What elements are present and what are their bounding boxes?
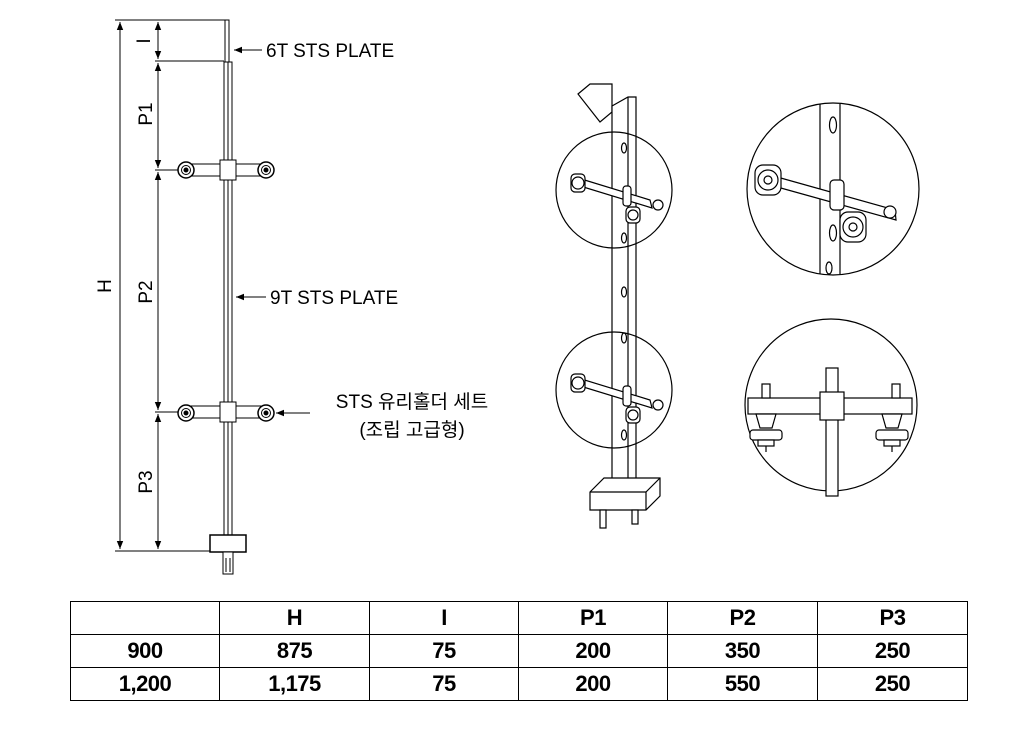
table-cell: 350 xyxy=(667,634,818,668)
detail-callout-upper xyxy=(555,131,673,249)
dimension-table: H I P1 P2 P3 900 875 75 200 350 250 1,20… xyxy=(70,601,968,701)
dim-label-i: I xyxy=(134,38,155,43)
table-cell: 75 xyxy=(369,667,519,701)
table-header-cell: I xyxy=(369,601,519,635)
technical-drawing: H I P1 P2 P3 6T STS PLATE 9T STS PLATE S… xyxy=(95,19,920,575)
table-cell: 200 xyxy=(518,634,668,668)
table-header-row: H I P1 P2 P3 xyxy=(70,601,968,635)
dim-label-p3: P3 xyxy=(136,470,157,493)
table-cell: 875 xyxy=(219,634,370,668)
table-header-cell: P3 xyxy=(817,601,968,635)
table-cell: 1,200 xyxy=(70,667,220,701)
post-elevation xyxy=(209,19,247,575)
label-holder-line1: STS 유리홀더 세트 xyxy=(336,391,488,413)
table-header-cell: H xyxy=(219,601,370,635)
table-cell: 250 xyxy=(817,634,968,668)
label-top-plate: 6T STS PLATE xyxy=(266,41,394,62)
dim-label-p1: P1 xyxy=(136,102,157,125)
elevation-view xyxy=(115,19,310,575)
label-holder-line2: (조립 고급형) xyxy=(359,419,464,441)
table-header-cell xyxy=(70,601,220,635)
table-cell: 1,175 xyxy=(219,667,370,701)
table-cell: 75 xyxy=(369,634,519,668)
table-cell: 550 xyxy=(667,667,818,701)
isometric-view xyxy=(555,83,673,529)
label-main-plate: 9T STS PLATE xyxy=(270,288,398,309)
table-cell: 900 xyxy=(70,634,220,668)
glass-holder-upper xyxy=(177,159,275,181)
detail-view-section xyxy=(744,318,918,497)
table-row: 900 875 75 200 350 250 xyxy=(70,634,968,668)
glass-holder-lower xyxy=(177,401,275,423)
table-cell: 250 xyxy=(817,667,968,701)
table-header-cell: P1 xyxy=(518,601,668,635)
detail-callout-lower xyxy=(555,331,673,449)
detail-view-perspective xyxy=(746,102,920,276)
table-header-cell: P2 xyxy=(667,601,818,635)
table-cell: 200 xyxy=(518,667,668,701)
dim-label-p2: P2 xyxy=(136,280,157,303)
table-row: 1,200 1,175 75 200 550 250 xyxy=(70,667,968,701)
dim-label-h: H xyxy=(95,279,116,293)
